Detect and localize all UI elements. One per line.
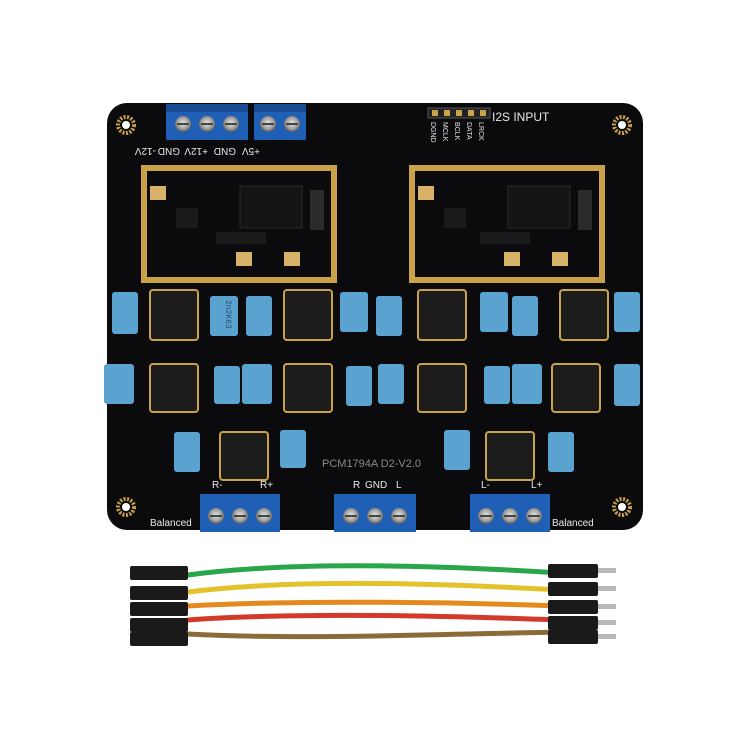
i2s-pin-lrck: LRCK (477, 122, 484, 141)
wire-brown (185, 629, 563, 640)
board-model-text: PCM1794A D2-V2.0 (322, 458, 421, 470)
i2s-pin-labels: DGND MCLK BCLK DATA LRCK (429, 122, 484, 143)
label-gnd: GND (365, 480, 387, 491)
dac-module-right (409, 165, 605, 283)
i2s-pin-mclk: MCLK (441, 122, 448, 142)
wire-yellow (185, 580, 563, 595)
label-l-plus: L+ (531, 480, 543, 491)
power-labels: +5V GND +12V GND -12V (135, 145, 260, 156)
wire-green (185, 563, 563, 578)
label-balanced-right: Balanced (552, 518, 594, 529)
output-terminal-right (470, 494, 550, 532)
output-terminal-center (334, 494, 416, 532)
output-terminal-left (200, 494, 280, 532)
label-l-minus: L- (481, 480, 490, 491)
wire-red (185, 612, 563, 623)
power-label-4: GND (158, 145, 180, 156)
mounting-holes (116, 115, 632, 517)
power-label-5: -12V (135, 145, 156, 156)
power-terminals (166, 104, 306, 140)
i2s-pin-bclk: BCLK (453, 122, 460, 141)
label-l: L (396, 480, 402, 491)
i2s-header (427, 107, 491, 119)
film-capacitors (104, 292, 640, 472)
label-balanced-left: Balanced (150, 518, 192, 529)
power-label-3: +12V (184, 145, 208, 156)
left-dupont-connectors (130, 566, 188, 646)
label-r-plus: R+ (260, 480, 273, 491)
label-r-minus: R- (212, 480, 223, 491)
wire-orange (185, 599, 563, 609)
dac-module-left (141, 165, 337, 283)
cap-marking: 2n2K63 (223, 300, 232, 329)
i2s-pin-dgnd: DGND (429, 122, 436, 143)
jumper-cable-bundle (185, 563, 563, 640)
i2s-pin-data: DATA (465, 122, 472, 140)
label-r: R (353, 480, 360, 491)
opamp-sockets (149, 289, 609, 481)
power-label-2: GND (214, 145, 236, 156)
power-label-1: +5V (242, 145, 260, 156)
i2s-input-label: I2S INPUT (492, 110, 550, 124)
right-dupont-connectors (548, 564, 616, 644)
